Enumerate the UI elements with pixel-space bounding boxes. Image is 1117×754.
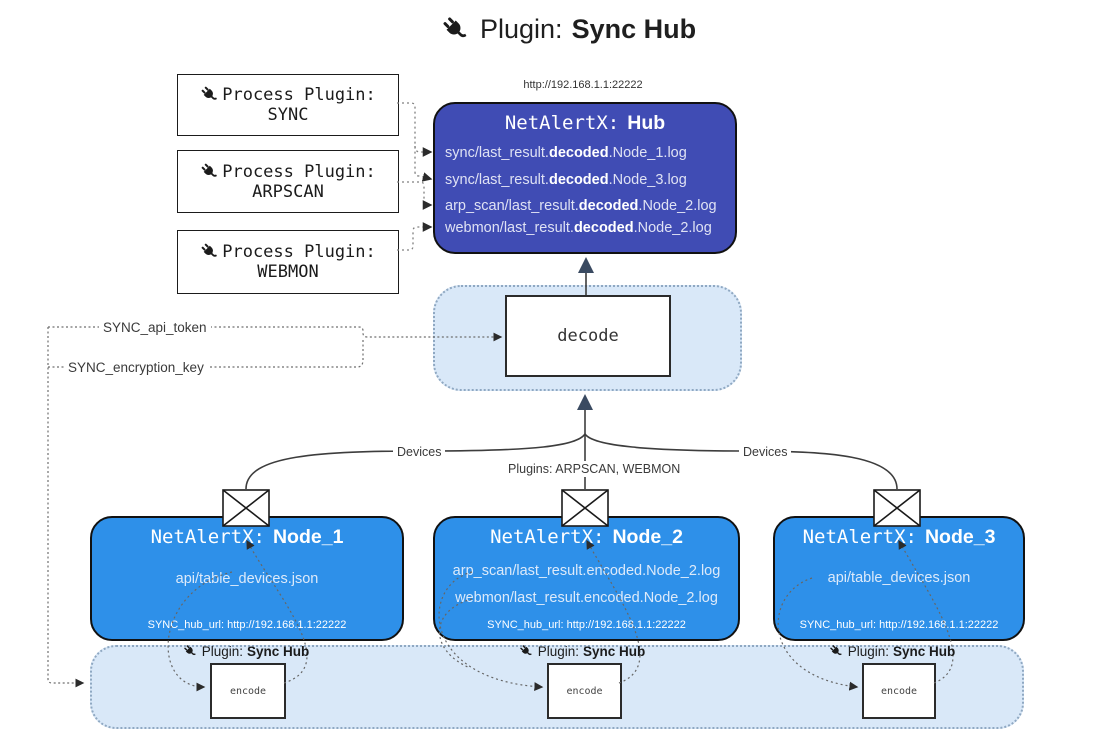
- plug-icon: [201, 243, 218, 257]
- node-title: NetAlertX:Node_2: [490, 526, 683, 548]
- process-plugin-label: Process Plugin:: [222, 161, 376, 182]
- sync-api-token-label: SYNC_api_token: [99, 319, 211, 336]
- edge-label-devices-right: Devices: [739, 444, 792, 460]
- hub-log-line: sync/last_result.decoded.Node_3.log: [445, 172, 687, 188]
- hub-title: NetAlertX: Hub: [435, 112, 735, 135]
- process-plugin-label: Process Plugin:: [222, 85, 376, 105]
- node-title: NetAlertX:Node_1: [150, 526, 344, 548]
- encode-box: encode: [862, 663, 936, 719]
- hub-box: NetAlertX: Hub sync/last_result.decoded.N…: [433, 102, 737, 254]
- plug-icon: [201, 163, 218, 177]
- hub-log-line: arp_scan/last_result.decoded.Node_2.log: [445, 198, 717, 214]
- node-hub-url: SYNC_hub_url: http://192.168.1.1:22222: [799, 619, 999, 631]
- node-hub-url: SYNC_hub_url: http://192.168.1.1:22222: [487, 619, 686, 631]
- process-plugin-name: SYNC: [267, 105, 309, 125]
- plug-icon: [519, 645, 532, 656]
- encode-label: Plugin:Sync Hub: [829, 644, 955, 659]
- node-title: NetAlertX:Node_3: [802, 526, 996, 548]
- plug-icon: [829, 645, 842, 656]
- process-plugin-name: ARPSCAN: [252, 181, 324, 202]
- hub-log-line: sync/last_result.decoded.Node_1.log: [445, 145, 687, 161]
- encode-label: Plugin:Sync Hub: [519, 644, 645, 659]
- node-line: arp_scan/last_result.encoded.Node_2.log: [452, 563, 721, 579]
- process-plugin-label: Process Plugin:: [222, 242, 376, 262]
- plug-icon: [443, 16, 467, 37]
- encode-box: encode: [210, 663, 286, 719]
- page-title-name: Sync Hub: [571, 14, 697, 44]
- plug-icon: [201, 86, 218, 100]
- node-line: webmon/last_result.encoded.Node_2.log: [455, 590, 718, 606]
- hub-log-line: webmon/last_result.decoded.Node_2.log: [445, 220, 712, 236]
- process-plugin-name: WEBMON: [257, 262, 319, 282]
- edge-label-plugins-middle: Plugins: ARPSCAN, WEBMON: [504, 461, 685, 477]
- process-plugin-box-webmon: Process Plugin: WEBMON: [177, 230, 399, 294]
- edge-plugins-to-hub: [397, 102, 433, 251]
- sync-encryption-key-label: SYNC_encryption_key: [64, 359, 208, 376]
- node-line: api/table_devices.json: [175, 571, 319, 587]
- hub-title-label: NetAlertX:: [504, 112, 620, 134]
- process-plugin-box-sync: Process Plugin: SYNC: [177, 74, 399, 136]
- node-box-node-2: NetAlertX:Node_2 arp_scan/last_result.en…: [433, 516, 740, 641]
- encode-label: Plugin:Sync Hub: [183, 644, 309, 659]
- decode-box: decode: [505, 295, 671, 377]
- edge-label-devices-left: Devices: [393, 444, 446, 460]
- node-hub-url: SYNC_hub_url: http://192.168.1.1:22222: [147, 619, 347, 631]
- node-line: api/table_devices.json: [827, 570, 971, 586]
- hub-title-name: Hub: [627, 112, 666, 134]
- process-plugin-box-arpscan: Process Plugin: ARPSCAN: [177, 150, 399, 213]
- node-box-node-1: NetAlertX:Node_1 api/table_devices.json …: [90, 516, 404, 641]
- page-title-label: Plugin:: [480, 14, 563, 44]
- encode-box: encode: [547, 663, 622, 719]
- node-box-node-3: NetAlertX:Node_3 api/table_devices.json …: [773, 516, 1025, 641]
- hub-url: http://192.168.1.1:22222: [523, 79, 643, 91]
- page-title: Plugin: Sync Hub: [441, 14, 696, 45]
- plug-icon: [183, 645, 196, 656]
